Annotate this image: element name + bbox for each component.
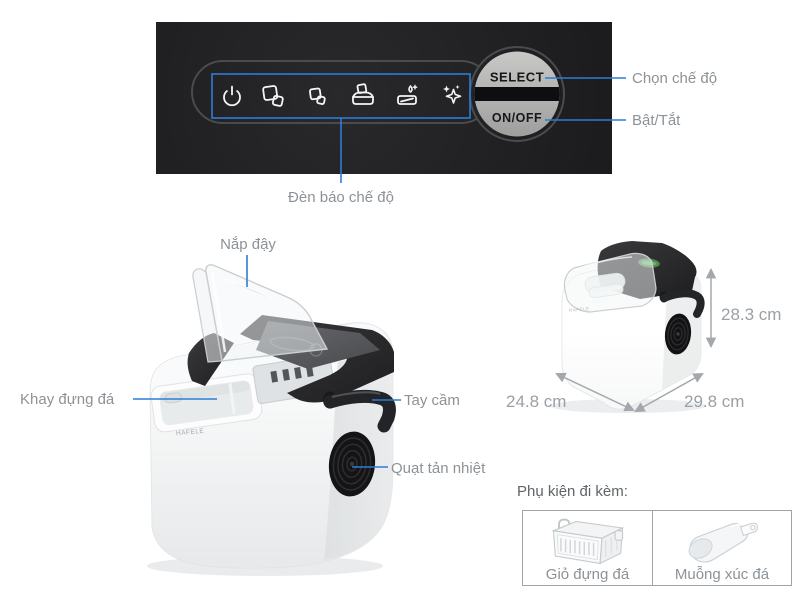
accessories-title: Phụ kiện đi kèm: bbox=[517, 483, 628, 500]
ice-maker-dimension-image bbox=[550, 241, 717, 413]
transparent-lid bbox=[192, 264, 329, 363]
power-callout-label: Bật/Tắt bbox=[632, 112, 681, 129]
select-callout-label: Chọn chế độ bbox=[632, 70, 718, 87]
indicators-callout-label: Đèn báo chế độ bbox=[288, 189, 394, 206]
ice-maker-main-image bbox=[133, 255, 401, 576]
onoff-button-label: ON/OFF bbox=[491, 111, 543, 125]
basket-label: Giỏ đựng đá bbox=[545, 566, 630, 583]
ice-full-icon bbox=[352, 83, 374, 105]
select-button-label: SELECT bbox=[489, 69, 545, 85]
handle-callout-label: Tay cầm bbox=[404, 392, 460, 409]
power-icon bbox=[223, 85, 241, 107]
ice-scoop-image bbox=[688, 522, 759, 563]
ice-basket-image bbox=[550, 518, 624, 565]
clean-icon bbox=[443, 85, 462, 104]
depth-dimension-label: 24.8 cm bbox=[506, 392, 567, 411]
ice-tray bbox=[150, 373, 263, 433]
control-panel-image bbox=[156, 22, 626, 183]
handle bbox=[323, 389, 396, 433]
accessory-basket-cell: Giỏ đựng đá bbox=[523, 511, 653, 585]
depth-dimension-arrow bbox=[555, 372, 635, 412]
add-water-icon bbox=[397, 84, 418, 105]
ice-small-icon bbox=[309, 87, 326, 105]
lid-callout-label: Nắp đậy bbox=[220, 236, 276, 253]
width-dimension-label: 29.8 cm bbox=[684, 392, 745, 411]
accessories-table: Giỏ đựng đá Muỗng xúc đá bbox=[522, 510, 792, 586]
height-dimension-label: 28.3 cm bbox=[721, 305, 782, 324]
fan-callout-label: Quạt tản nhiệt bbox=[391, 460, 486, 477]
cooling-fan bbox=[328, 431, 376, 497]
select-onoff-button bbox=[474, 51, 560, 137]
scoop-label: Muỗng xúc đá bbox=[674, 566, 770, 583]
tray-callout-label: Khay đựng đá bbox=[20, 391, 115, 408]
width-dimension-arrow bbox=[634, 372, 704, 413]
accessory-scoop-cell: Muỗng xúc đá bbox=[653, 511, 791, 585]
ice-large-icon bbox=[262, 85, 284, 107]
